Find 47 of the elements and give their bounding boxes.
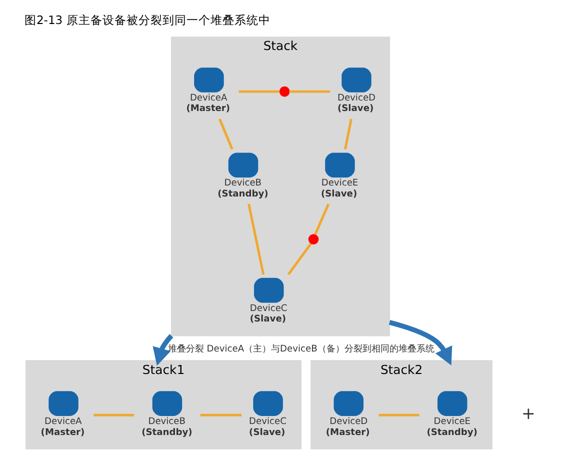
node-label: DeviceD	[330, 417, 368, 428]
arrow	[388, 320, 452, 366]
connector	[218, 118, 234, 150]
node-label: DeviceC	[250, 304, 288, 314]
connector	[200, 414, 242, 416]
edge-label: 堆叠分裂 DeviceA（主）与DeviceB（备）分裂到相同的堆叠系统	[168, 344, 434, 354]
node-box	[254, 278, 284, 303]
connector	[378, 414, 420, 416]
arrow	[152, 334, 174, 366]
connector	[287, 243, 312, 276]
node-box	[325, 152, 355, 178]
node-box	[253, 391, 283, 416]
node-label: (Standby)	[218, 189, 268, 200]
connector	[289, 90, 330, 93]
node-label: (Master)	[186, 104, 230, 114]
node-label: DeviceD	[337, 93, 376, 104]
node-box	[48, 391, 78, 416]
diagram-title: 图2-13 原主备设备被分裂到同一个堆叠系统中	[24, 12, 270, 27]
node-label: DeviceA	[190, 93, 228, 104]
node-label: (Slave)	[250, 314, 286, 325]
connector	[314, 204, 330, 236]
node-label: DeviceB	[148, 417, 186, 428]
connector	[238, 90, 280, 93]
node-label: (Master)	[40, 428, 85, 438]
connector	[344, 118, 352, 150]
node-label: (Slave)	[337, 104, 374, 114]
node-label: DeviceC	[249, 417, 286, 428]
connector	[94, 414, 134, 416]
node-label: (Slave)	[249, 428, 286, 438]
node-box	[194, 68, 224, 92]
node-label: (Master)	[326, 428, 370, 438]
node-box	[334, 391, 364, 416]
node-label: DeviceA	[44, 417, 82, 428]
node-box	[342, 68, 372, 92]
node-box	[228, 152, 258, 178]
node-label: DeviceE	[434, 417, 471, 428]
label: +	[521, 404, 536, 424]
node-box	[437, 391, 468, 416]
node-cross	[279, 86, 290, 97]
node-label: (Standby)	[142, 428, 192, 438]
node-box	[152, 391, 182, 416]
node-label: (Slave)	[320, 189, 358, 200]
node-label: DeviceB	[224, 178, 262, 189]
node-label: DeviceE	[321, 178, 358, 189]
connector	[248, 204, 265, 275]
node-cross	[308, 234, 319, 244]
node-label: (Standby)	[426, 428, 478, 438]
